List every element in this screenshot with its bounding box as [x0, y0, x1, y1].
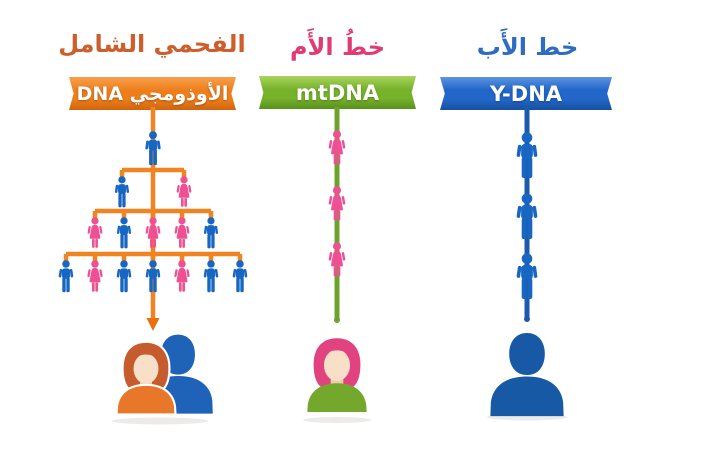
female-figure-icon — [145, 217, 161, 248]
male-figure-icon — [116, 217, 132, 249]
tested-man — [490, 332, 564, 417]
male-figure-icon — [516, 132, 538, 179]
female-figure-icon — [174, 217, 190, 248]
woman-bust-icon — [115, 340, 177, 416]
male-figure-icon — [58, 260, 74, 293]
maternal-lineage-figures — [328, 130, 346, 277]
female-figure-icon — [328, 186, 346, 221]
male-figure-icon — [203, 260, 219, 293]
title-father-line: خط الأَب — [476, 33, 579, 61]
female-figure-icon — [328, 242, 346, 277]
descent-arrow-icon — [146, 318, 160, 331]
male-figure-icon — [116, 260, 132, 293]
male-figure-icon — [145, 131, 161, 166]
female-figure-icon — [87, 260, 103, 292]
male-figure-icon — [516, 253, 538, 300]
female-figure-icon — [87, 217, 103, 248]
male-figure-icon — [232, 260, 248, 293]
banner-ydna: Y-DNA — [440, 77, 612, 110]
banner-autosomal-dna: الأوذومجي DNA — [69, 77, 236, 110]
male-figure-icon — [145, 260, 161, 293]
banner-autosomal-label: الأوذومجي DNA — [76, 82, 229, 105]
man-bust-icon — [490, 332, 564, 417]
paternal-lineage-figures — [516, 132, 538, 300]
title-comprehensive-test: الفحمي الشامل — [58, 30, 246, 58]
title-mother-line: خطُ الأَم — [289, 33, 386, 61]
female-figure-icon — [174, 260, 190, 292]
woman-bust-icon — [307, 338, 367, 412]
male-figure-icon — [114, 176, 130, 208]
tested-woman — [307, 338, 367, 412]
tested-couple — [115, 334, 213, 416]
banner-ydna-label: Y-DNA — [489, 81, 563, 106]
male-figure-icon — [203, 217, 219, 249]
banner-mtdna-label: mtDNA — [295, 80, 380, 105]
family-tree-figures — [58, 131, 248, 293]
female-figure-icon — [176, 176, 192, 207]
male-figure-icon — [516, 193, 538, 240]
female-figure-icon — [328, 130, 346, 165]
banner-mtdna: mtDNA — [259, 76, 416, 109]
